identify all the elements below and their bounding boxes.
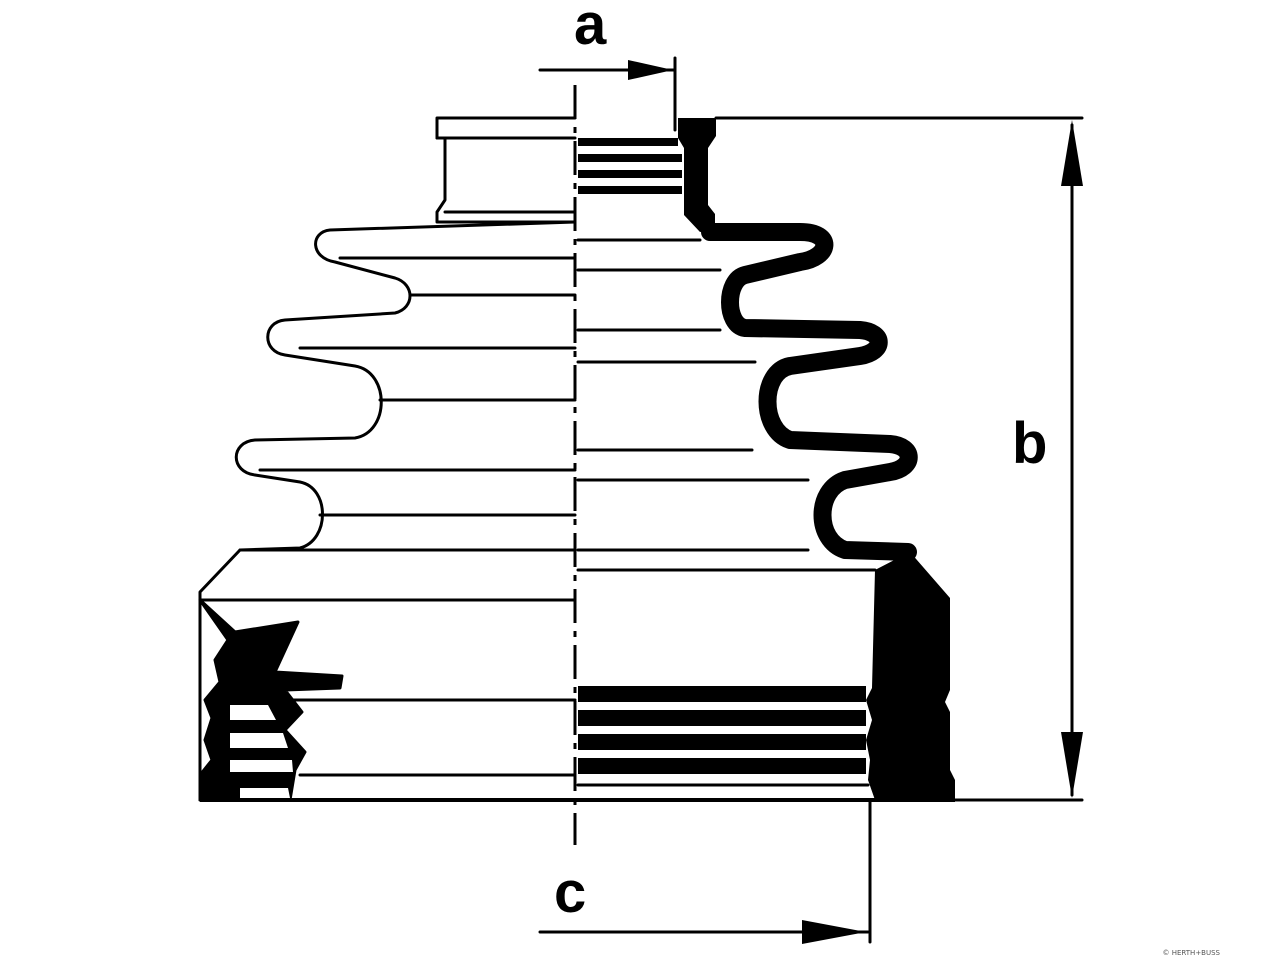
dimension-a-label: a xyxy=(574,0,607,57)
arrow-right-icon xyxy=(802,920,866,944)
large-collar-section xyxy=(866,552,955,800)
boot-outer-view xyxy=(198,116,577,802)
collar-cutaway xyxy=(198,598,344,802)
dimension-b: b xyxy=(714,116,1084,802)
bellows-wall-section xyxy=(701,223,918,561)
bellows-outline xyxy=(198,220,577,802)
dimension-b-label: b xyxy=(1012,411,1047,476)
arrow-right-icon xyxy=(628,60,673,80)
small-collar-section xyxy=(678,118,716,232)
dimension-a: a xyxy=(538,0,677,132)
arrow-up-icon xyxy=(1061,120,1083,186)
dimension-c: c xyxy=(538,798,872,944)
dimension-c-label: c xyxy=(554,860,586,925)
arrow-down-icon xyxy=(1061,732,1083,798)
boot-section-view xyxy=(200,118,955,802)
copyright-credit: © HERTH+BUSS xyxy=(1163,949,1221,957)
small-collar-outline xyxy=(435,116,577,224)
